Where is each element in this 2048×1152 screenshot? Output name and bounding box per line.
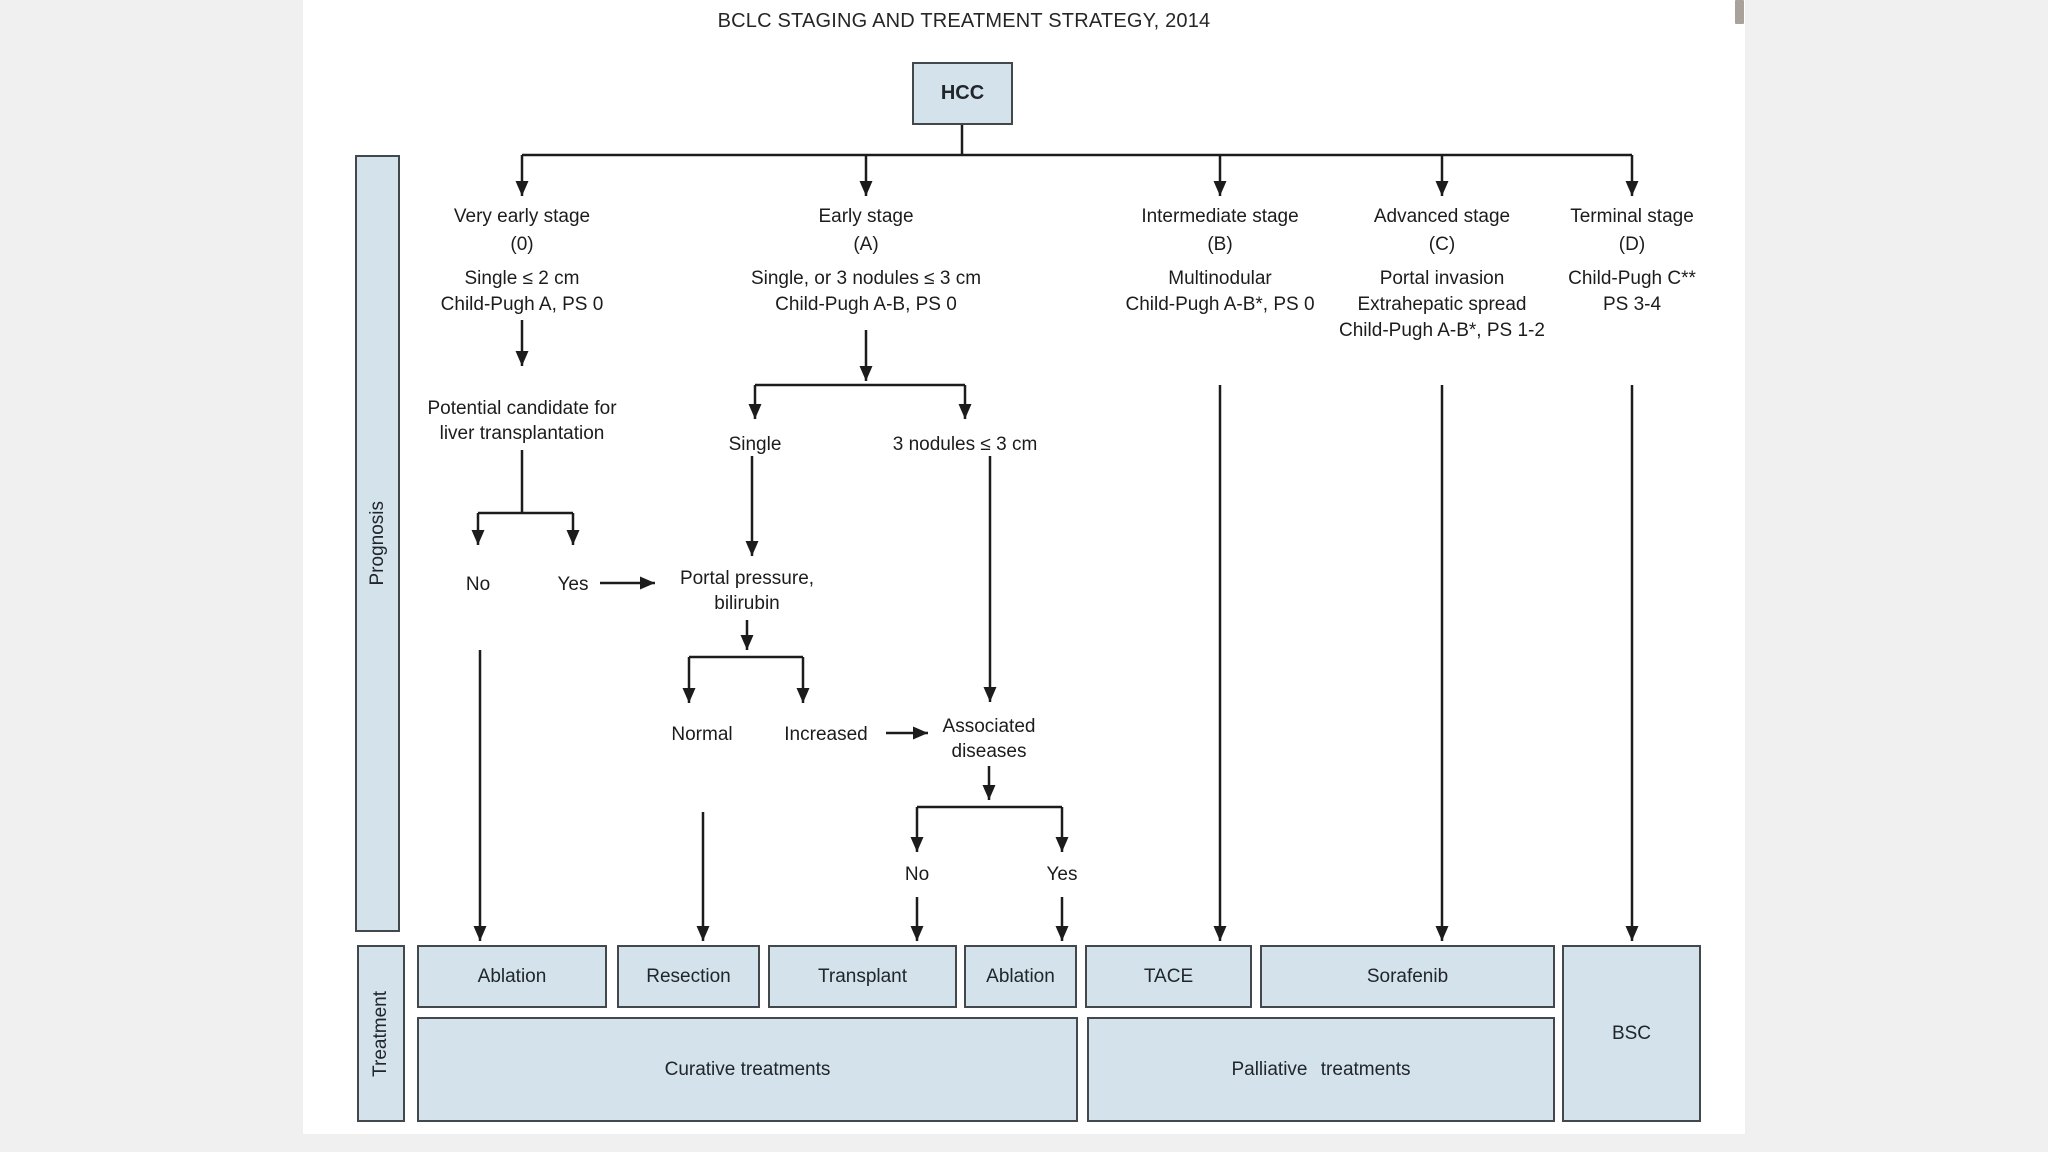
- node-associated-diseases: Associated diseases: [869, 714, 1109, 764]
- hcc-box: HCC: [912, 62, 1013, 125]
- stage-name: Terminal stage: [1570, 206, 1694, 227]
- stage-criterion: Single ≤ 2 cm: [464, 268, 580, 289]
- stage-code: (C): [1428, 234, 1456, 255]
- node-associated-no: No: [797, 862, 1037, 887]
- node-line: No: [465, 574, 491, 595]
- node-associated-yes: Yes: [942, 862, 1182, 887]
- node-line: Associated: [942, 716, 1036, 737]
- treatment-box-ablation-1: Ablation: [417, 945, 607, 1008]
- stage-criterion: Multinodular: [1168, 268, 1272, 289]
- treatment-label: Treatment: [370, 990, 391, 1077]
- node-line: Portal pressure,: [679, 568, 815, 589]
- scrollbar-thumb[interactable]: [1735, 0, 1744, 24]
- treatment-box-label: TACE: [1143, 965, 1194, 987]
- curative-treatments-box: Curative treatments: [417, 1017, 1078, 1122]
- treatment-box-label: BSC: [1611, 1022, 1652, 1044]
- node-three-nodules: 3 nodules ≤ 3 cm: [845, 432, 1085, 457]
- treatment-box-label: Sorafenib: [1366, 965, 1449, 987]
- treatment-box-ablation-2: Ablation: [964, 945, 1077, 1008]
- stage-criterion: Extrahepatic spread: [1357, 294, 1527, 315]
- treatment-box-label: Ablation: [986, 965, 1055, 987]
- stage-criterion: PS 3-4: [1602, 294, 1662, 315]
- treatment-box-transplant: Transplant: [768, 945, 957, 1008]
- stage-block-very-early: Very early stage (0) Single ≤ 2 cm Child…: [372, 204, 672, 318]
- node-line: 3 nodules ≤ 3 cm: [892, 434, 1038, 455]
- node-candidate-yes: Yes: [453, 572, 693, 597]
- stage-criterion: Child-Pugh C**: [1568, 268, 1696, 289]
- palliative-treatments-box: Palliative treatments: [1087, 1017, 1555, 1122]
- treatment-box-label: Ablation: [477, 965, 547, 987]
- stage-criterion: Child-Pugh A-B*, PS 1-2: [1339, 320, 1545, 341]
- treatment-box-tace: TACE: [1085, 945, 1252, 1008]
- stage-block-intermediate: Intermediate stage (B) Multinodular Chil…: [1070, 204, 1370, 318]
- stage-name: Very early stage: [453, 206, 591, 227]
- treatment-box-sorafenib: Sorafenib: [1260, 945, 1555, 1008]
- stage-criterion: Portal invasion: [1379, 268, 1505, 289]
- diagram-title: BCLC STAGING AND TREATMENT STRATEGY, 201…: [717, 10, 1211, 32]
- group-box-label: Curative treatments: [664, 1058, 831, 1080]
- group-box-label: Palliative treatments: [1231, 1058, 1411, 1080]
- prognosis-bar: Prognosis: [355, 155, 400, 932]
- treatment-box-label: Resection: [646, 965, 731, 987]
- node-line: liver transplantation: [439, 423, 605, 444]
- stage-criterion: Child-Pugh A-B*, PS 0: [1125, 294, 1315, 315]
- stage-block-advanced: Advanced stage (C) Portal invasion Extra…: [1292, 204, 1592, 344]
- stage-criterion: Single, or 3 nodules ≤ 3 cm: [750, 268, 982, 289]
- stage-name: Advanced stage: [1373, 206, 1511, 227]
- node-line: No: [904, 864, 930, 885]
- node-single: Single: [635, 432, 875, 457]
- stage-block-terminal: Terminal stage (D) Child-Pugh C** PS 3-4: [1482, 204, 1782, 318]
- node-line: Single: [728, 434, 782, 455]
- stage-block-early: Early stage (A) Single, or 3 nodules ≤ 3…: [716, 204, 1016, 318]
- stage-criterion: Child-Pugh A-B, PS 0: [775, 294, 957, 315]
- stage-code: (0): [510, 234, 534, 255]
- node-portal-pressure: Portal pressure, bilirubin: [627, 566, 867, 616]
- hcc-label: HCC: [940, 82, 985, 104]
- node-line: Yes: [557, 574, 589, 595]
- node-candidate-no: No: [358, 572, 598, 597]
- node-line: Potential candidate for: [427, 398, 617, 419]
- node-line: Yes: [1046, 864, 1078, 885]
- node-transplant-candidate: Potential candidate for liver transplant…: [402, 396, 642, 446]
- node-line: bilirubin: [714, 593, 780, 614]
- stage-name: Intermediate stage: [1141, 206, 1299, 227]
- stage-name: Early stage: [818, 206, 914, 227]
- node-line: Normal: [671, 724, 733, 745]
- stage-code: (A): [853, 234, 879, 255]
- stage-code: (B): [1207, 234, 1233, 255]
- node-line: diseases: [951, 741, 1027, 762]
- treatment-bar: Treatment: [357, 945, 405, 1122]
- node-line: Increased: [784, 724, 868, 745]
- treatment-box-resection: Resection: [617, 945, 760, 1008]
- node-increased: Increased: [706, 722, 946, 747]
- treatment-box-bsc: BSC: [1562, 945, 1701, 1122]
- stage-criterion: Child-Pugh A, PS 0: [440, 294, 604, 315]
- treatment-box-label: Transplant: [817, 965, 908, 987]
- stage-code: (D): [1618, 234, 1646, 255]
- node-normal: Normal: [582, 722, 822, 747]
